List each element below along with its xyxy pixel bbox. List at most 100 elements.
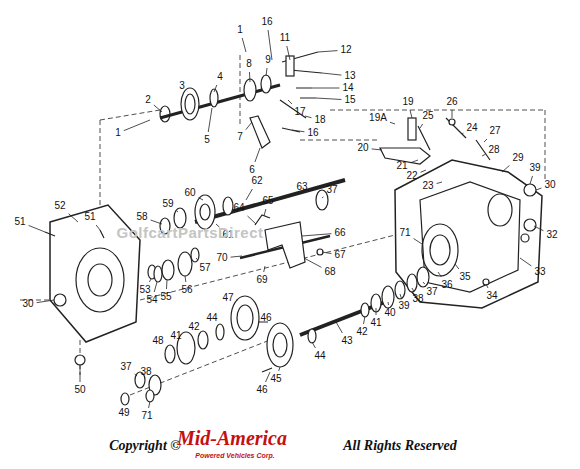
leader-line bbox=[305, 116, 311, 118]
callout-number: 39 bbox=[398, 301, 409, 311]
callout-number: 38 bbox=[140, 367, 151, 377]
callout-number: 30 bbox=[544, 180, 555, 190]
callout-number: 1 bbox=[115, 128, 121, 138]
callout-number: 36 bbox=[441, 280, 452, 290]
callout-number: 41 bbox=[370, 318, 381, 328]
leader-line bbox=[400, 294, 401, 298]
callout-number: 1 bbox=[237, 25, 243, 35]
leader-line bbox=[534, 226, 543, 231]
leader-line bbox=[135, 374, 137, 376]
callout-number: 15 bbox=[344, 95, 355, 105]
callout-number: 21 bbox=[396, 161, 407, 171]
callout-number: 3 bbox=[179, 81, 185, 91]
callout-number: 46 bbox=[260, 313, 271, 323]
callout-number: 71 bbox=[399, 228, 410, 238]
callout-number: 38 bbox=[412, 294, 423, 304]
callout-number: 53 bbox=[139, 285, 150, 295]
leader-line bbox=[185, 276, 187, 282]
callout-number: 63 bbox=[296, 182, 307, 192]
callout-number: 9 bbox=[265, 55, 271, 65]
leader-line bbox=[421, 170, 426, 172]
callout-number: 67 bbox=[334, 250, 345, 260]
callout-number: 42 bbox=[188, 322, 199, 332]
leader-line bbox=[302, 234, 331, 236]
leader-line bbox=[420, 124, 423, 128]
leader-line bbox=[248, 216, 257, 224]
leader-line bbox=[124, 120, 150, 131]
leader-line bbox=[482, 154, 485, 156]
callout-number: 19 bbox=[402, 97, 413, 107]
leader-line bbox=[520, 258, 531, 266]
callout-number: 47 bbox=[222, 293, 233, 303]
leader-line bbox=[242, 38, 246, 52]
leader-line bbox=[410, 110, 412, 118]
callout-number: 27 bbox=[489, 126, 500, 136]
callout-number: 35 bbox=[459, 272, 470, 282]
callout-number: 34 bbox=[486, 291, 497, 301]
leader-line bbox=[37, 300, 54, 303]
leader-line bbox=[414, 239, 422, 244]
leader-line bbox=[237, 299, 238, 300]
callout-number: 13 bbox=[344, 71, 355, 81]
leader-line bbox=[255, 148, 260, 162]
callout-number: 68 bbox=[324, 267, 335, 277]
leader-line bbox=[177, 211, 178, 212]
leader-line bbox=[287, 46, 290, 60]
callout-number: 48 bbox=[152, 336, 163, 346]
leader-line bbox=[423, 282, 425, 284]
callout-number: 55 bbox=[160, 292, 171, 302]
leader-line bbox=[266, 372, 270, 382]
leader-line bbox=[96, 225, 100, 230]
callout-number: 40 bbox=[384, 308, 395, 318]
callout-number: 51 bbox=[14, 217, 25, 227]
leader-line bbox=[264, 209, 266, 216]
leader-line bbox=[231, 256, 242, 257]
brand-logo-text: Mid-America bbox=[177, 428, 287, 448]
callout-number: 11 bbox=[280, 33, 290, 43]
leader-line bbox=[318, 51, 337, 52]
leader-line bbox=[502, 165, 509, 172]
callout-number: 37 bbox=[120, 362, 131, 372]
leader-line bbox=[264, 266, 265, 272]
callout-number: 6 bbox=[249, 165, 255, 175]
leader-line bbox=[411, 160, 418, 163]
leader-line bbox=[149, 401, 150, 408]
leader-line bbox=[312, 342, 315, 348]
callout-number: 57 bbox=[199, 263, 210, 273]
leader-line bbox=[154, 105, 162, 112]
leader-line bbox=[151, 220, 162, 224]
callout-number: 16 bbox=[261, 17, 272, 27]
callout-number: 23 bbox=[422, 181, 433, 191]
callout-number: 54 bbox=[146, 295, 157, 305]
callout-number: 29 bbox=[512, 153, 523, 163]
callout-number: 58 bbox=[136, 212, 147, 222]
leader-line bbox=[322, 197, 323, 198]
leader-line bbox=[154, 282, 157, 292]
leader-line bbox=[249, 72, 251, 82]
callout-number: 39 bbox=[529, 163, 540, 173]
callout-number: 19A bbox=[369, 113, 387, 123]
callout-number: 71 bbox=[141, 411, 152, 421]
callout-number: 52 bbox=[54, 201, 65, 211]
copyright-text: All Rights Reserved bbox=[343, 439, 457, 453]
callout-number: 18 bbox=[314, 115, 325, 125]
leader-line bbox=[149, 279, 151, 282]
callout-number: 4 bbox=[217, 72, 223, 82]
watermark: GolfcartPartsDirect bbox=[116, 225, 263, 240]
callout-number: 37 bbox=[426, 287, 437, 297]
leader-line bbox=[246, 122, 252, 130]
callout-number: 2 bbox=[145, 95, 151, 105]
leader-line bbox=[462, 133, 463, 135]
leader-line bbox=[29, 225, 45, 232]
leader-line bbox=[69, 214, 78, 222]
leader-line bbox=[208, 108, 212, 132]
leader-line bbox=[372, 149, 382, 150]
leader-line bbox=[376, 308, 377, 315]
callout-number: 30 bbox=[22, 299, 33, 309]
leader-line bbox=[279, 367, 280, 371]
leader-line bbox=[530, 176, 533, 184]
leader-line bbox=[412, 288, 414, 291]
callout-number: 50 bbox=[74, 385, 85, 395]
leader-line bbox=[452, 110, 453, 118]
